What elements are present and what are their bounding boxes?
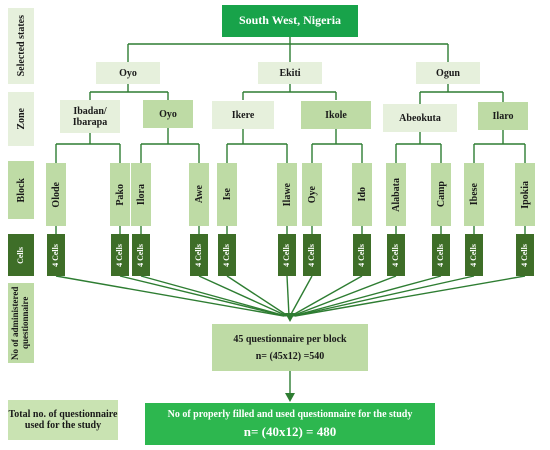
block-node: Ilawe <box>277 163 297 226</box>
cells-node: 4 Cells <box>132 234 150 276</box>
zone-node: Ibadan/ Ibarapa <box>60 100 120 133</box>
administered-line2: n= (45x12) =540 <box>255 350 325 362</box>
block-node: Ibese <box>464 163 484 226</box>
cells-node: 4 Cells <box>432 234 450 276</box>
block-node: Camp <box>431 163 451 226</box>
zone-node: Ikole <box>301 101 371 129</box>
row-label-zone: Zone <box>8 92 34 146</box>
state-node: Ogun <box>416 62 480 84</box>
block-node: Awe <box>189 163 209 226</box>
cells-node: 4 Cells <box>303 234 321 276</box>
cells-node: 4 Cells <box>111 234 129 276</box>
row-label-questionnaire: No of administered questionnaire <box>8 283 34 363</box>
state-node: Oyo <box>96 62 160 84</box>
cells-node: 4 Cells <box>278 234 296 276</box>
final-line2: n= (40x12) = 480 <box>243 423 337 439</box>
cells-node: 4 Cells <box>190 234 208 276</box>
cells-node: 4 Cells <box>465 234 483 276</box>
root-node: South West, Nigeria <box>222 5 358 37</box>
row-label-states: Selected states <box>8 8 34 84</box>
cells-node: 4 Cells <box>387 234 405 276</box>
block-node: Ilora <box>131 163 151 226</box>
block-node: Pako <box>110 163 130 226</box>
row-label-block: Block <box>8 161 34 219</box>
row-label-total: Total no. of questionnaire used for the … <box>8 400 118 440</box>
cells-node: 4 Cells <box>218 234 236 276</box>
block-node: Olode <box>46 163 66 226</box>
block-node: Alabata <box>386 163 406 226</box>
cells-node: 4 Cells <box>353 234 371 276</box>
row-label-cells: Cells <box>8 234 34 276</box>
final-line1: No of properly filled and used questionn… <box>167 408 413 420</box>
block-node: Ido <box>352 163 372 226</box>
block-node: Ipokia <box>515 163 535 226</box>
cells-node: 4 Cells <box>47 234 65 276</box>
zone-node: Oyo <box>143 100 193 128</box>
final-box: No of properly filled and used questionn… <box>145 403 435 445</box>
administered-line1: 45 questionnaire per block <box>233 333 347 345</box>
zone-node: Ilaro <box>478 102 528 130</box>
administered-box: 45 questionnaire per block n= (45x12) =5… <box>212 324 368 371</box>
state-node: Ekiti <box>258 62 322 84</box>
block-node: Ise <box>217 163 237 226</box>
block-node: Oye <box>302 163 322 226</box>
cells-node: 4 Cells <box>516 234 534 276</box>
zone-node: Ikere <box>212 101 274 129</box>
zone-node: Abeokuta <box>383 104 457 132</box>
